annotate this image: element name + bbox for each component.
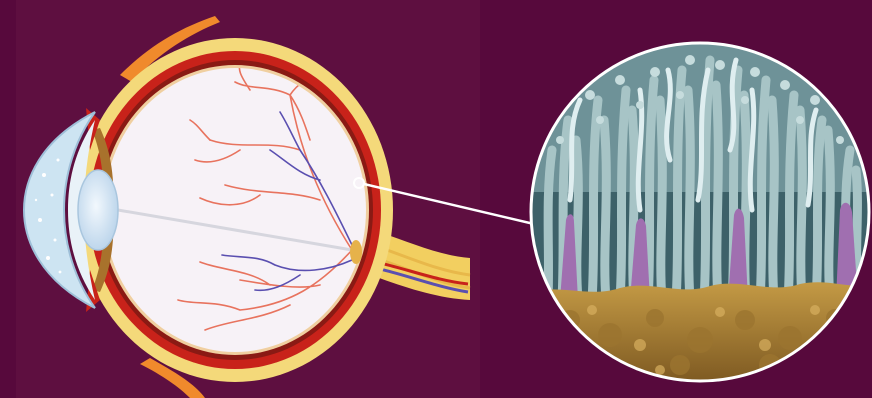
optic-disc bbox=[350, 240, 362, 264]
retina-magnifier bbox=[530, 42, 870, 382]
vitreous-body bbox=[104, 68, 366, 352]
lens bbox=[78, 170, 118, 250]
